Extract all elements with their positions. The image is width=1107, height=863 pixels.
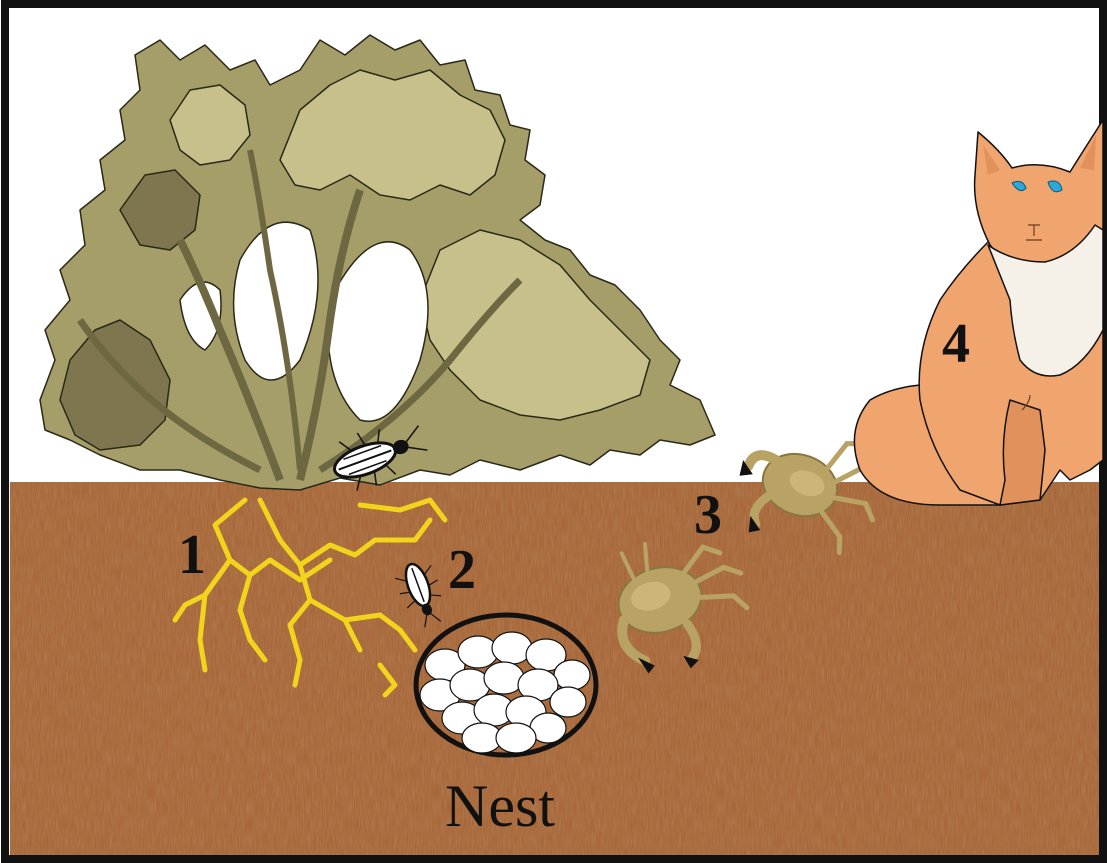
label-1: 1 (178, 524, 206, 586)
label-4: 4 (942, 313, 970, 375)
nest (416, 615, 596, 755)
label-2: 2 (448, 539, 476, 601)
label-3: 3 (694, 484, 722, 546)
nest-label: Nest (445, 773, 555, 839)
